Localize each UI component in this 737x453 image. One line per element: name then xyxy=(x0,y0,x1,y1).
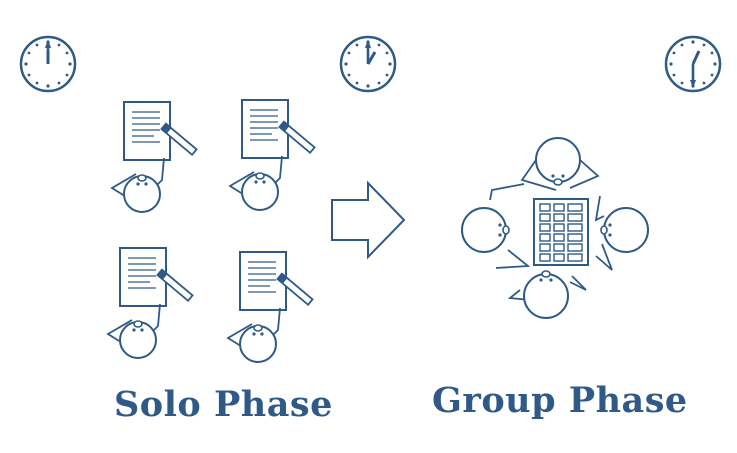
person-writing-icon xyxy=(227,251,314,363)
solo-phase-label: Solo Phase xyxy=(114,384,333,425)
clock-icon xyxy=(664,35,722,93)
person-writing-icon xyxy=(111,101,198,213)
right-arrow-icon xyxy=(331,180,406,260)
person-writing-icon xyxy=(107,247,194,359)
group-phase-label: Group Phase xyxy=(432,380,688,421)
clock-icon xyxy=(19,35,77,93)
clock-icon xyxy=(339,35,397,93)
person-writing-icon xyxy=(229,99,316,211)
people-around-table-icon xyxy=(461,137,649,319)
